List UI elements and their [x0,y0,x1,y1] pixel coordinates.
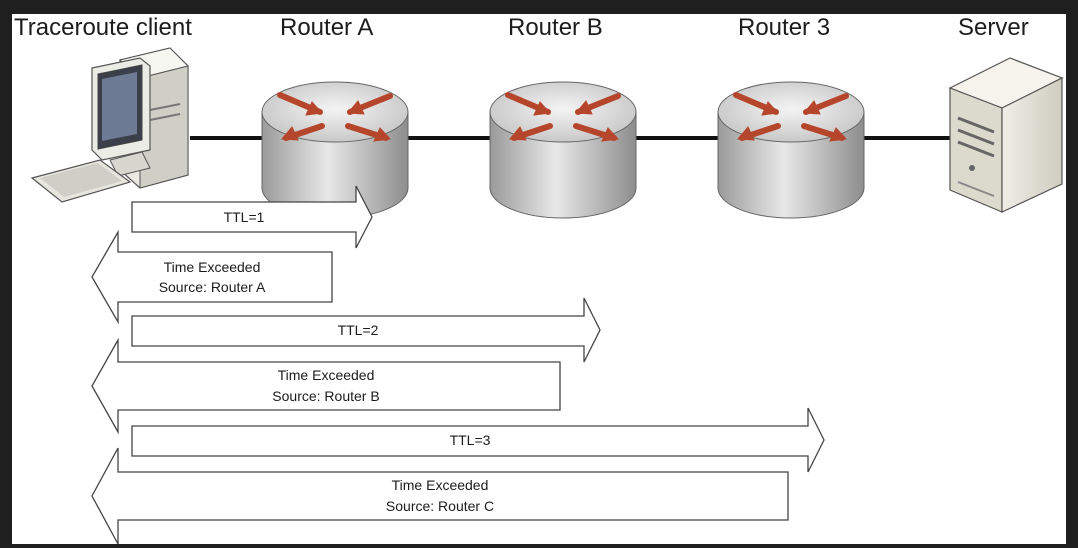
message-arrow-forward: TTL=2 [131,297,601,363]
node-label-client: Traceroute client [14,14,192,41]
message-label: Source: Router B [272,388,379,404]
message-arrow-forward: TTL=3 [131,407,825,473]
message-label: Time Exceeded [392,477,489,493]
server-icon [948,57,1064,213]
message-label: Time Exceeded [164,259,261,275]
router-icon [261,81,409,219]
router-icon [489,81,637,219]
node-label-router-3: Router 3 [738,14,830,41]
node-label-server: Server [958,14,1029,41]
message-label: TTL=3 [450,432,491,448]
message-label: TTL=2 [338,322,379,338]
node-label-router-b: Router B [508,14,603,41]
computer-icon [30,47,189,203]
message-arrow-return: Time Exceeded Source: Router B [91,337,561,435]
message-arrow-return: Time Exceeded Source: Router C [91,447,789,545]
message-label: TTL=1 [224,209,265,225]
node-label-router-a: Router A [280,14,373,41]
router-icon [717,81,865,219]
message-arrow-forward: TTL=1 [131,185,373,249]
message-arrow-return: Time Exceeded Source: Router A [91,229,333,325]
message-label: Source: Router C [386,498,494,514]
message-label: Time Exceeded [278,367,375,383]
message-label: Source: Router A [159,279,266,295]
